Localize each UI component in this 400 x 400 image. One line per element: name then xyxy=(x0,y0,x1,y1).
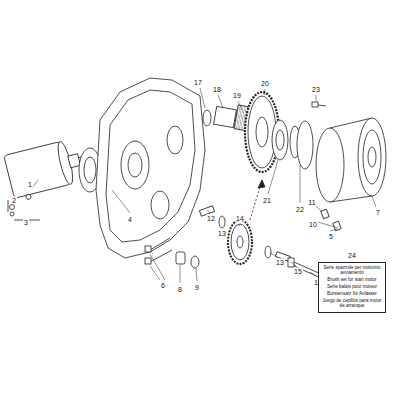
callout-number: 17 xyxy=(193,79,203,86)
callout-number: 15 xyxy=(293,268,303,275)
washer xyxy=(203,110,211,126)
bush xyxy=(176,252,185,264)
callout-number: 12 xyxy=(206,215,216,222)
callout-number: 9 xyxy=(194,284,200,291)
callout-number: 13 xyxy=(217,230,227,237)
callout-number: 14 xyxy=(235,215,245,222)
callout-number: 19 xyxy=(232,92,242,99)
callout-number: 8 xyxy=(177,286,183,293)
note-text: Brush set for start motor xyxy=(321,277,383,282)
callout-number: 7 xyxy=(375,209,381,216)
callout-number: 11 xyxy=(307,199,316,206)
idler-gear xyxy=(228,220,252,264)
callout-number: 6 xyxy=(160,282,166,289)
crankcase-cover xyxy=(96,78,205,258)
callout-number: 13 xyxy=(275,259,285,266)
callout-number: 5 xyxy=(328,233,334,240)
callout-number: 1 xyxy=(27,181,33,188)
washer xyxy=(10,212,14,216)
flywheel xyxy=(316,128,344,202)
bearing xyxy=(272,120,288,160)
callout-number: 4 xyxy=(127,216,133,223)
callout-number: 21 xyxy=(262,197,272,204)
note-text: Serie balais pour moteur xyxy=(321,284,383,289)
callout-number: 3 xyxy=(23,219,29,226)
callout-number: 20 xyxy=(260,80,270,87)
note-text: Juego de cepillos para motor de arranque xyxy=(321,298,383,309)
callout-number: 23 xyxy=(311,86,321,93)
callout-number: 22 xyxy=(295,206,305,213)
note-text: Bürstensatz für Anlasser xyxy=(321,291,383,296)
callout-number: 2 xyxy=(11,197,17,204)
callout-number: 10 xyxy=(308,221,318,228)
callout-number: 18 xyxy=(212,86,222,93)
note-text: Serie spazzole per motorino avviamento xyxy=(321,265,383,276)
nut xyxy=(10,205,15,210)
callout-number: 24 xyxy=(347,252,357,259)
parts-note-box: 24Serie spazzole per motorino avviamento… xyxy=(318,262,386,313)
washer xyxy=(191,256,199,268)
